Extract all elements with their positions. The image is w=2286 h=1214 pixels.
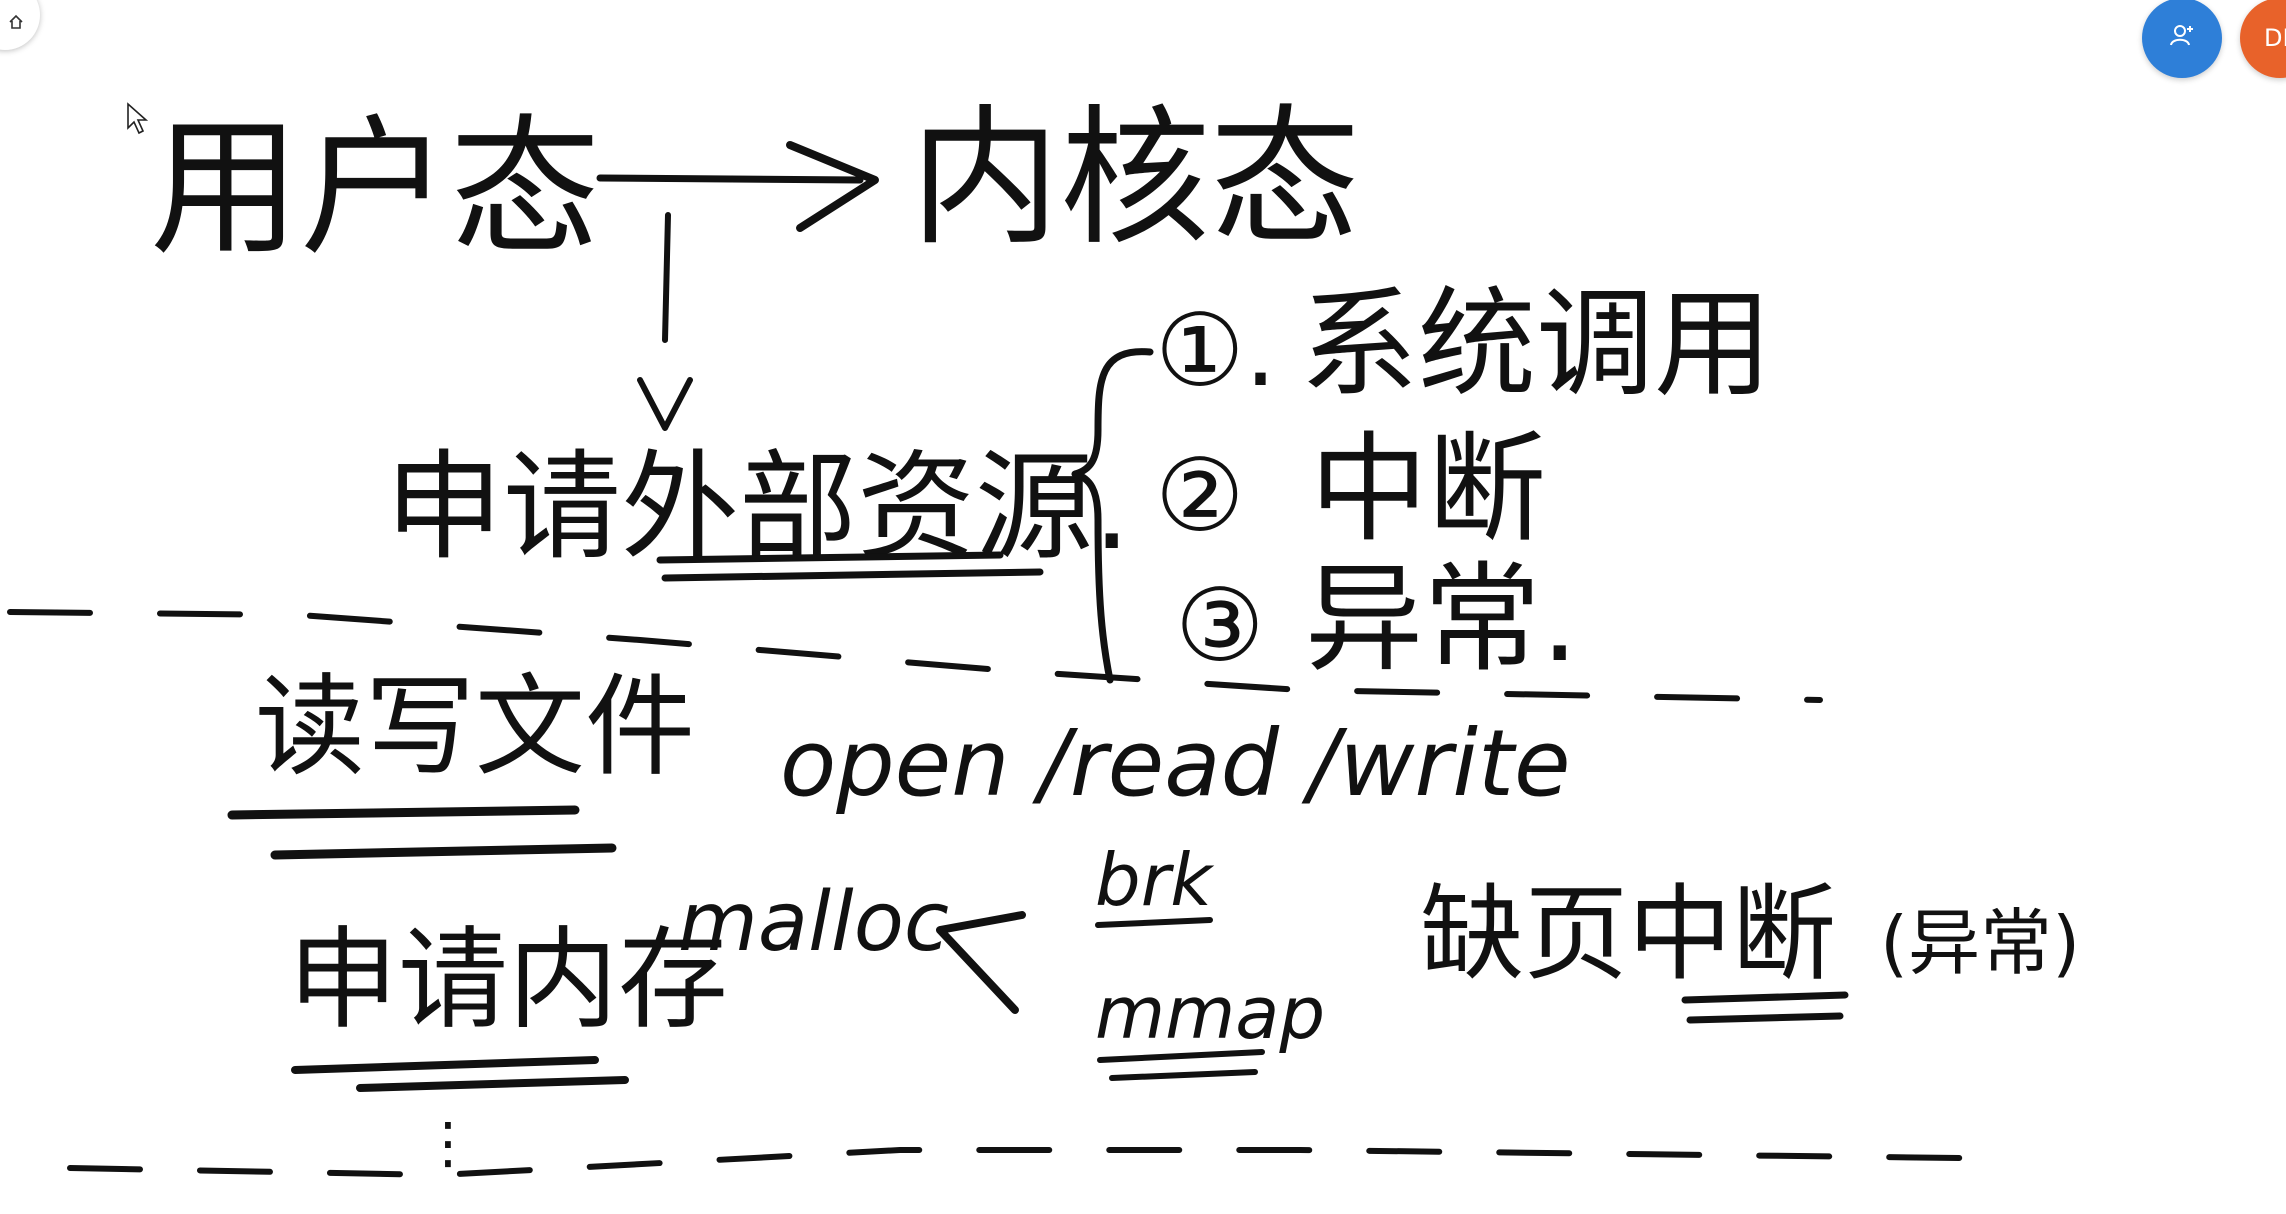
way-marker: ①. [1155, 292, 1276, 409]
way-item: ①. 系统调用 [1155, 275, 1772, 413]
row-underline [227, 805, 617, 860]
branch-bracket [936, 911, 1026, 1014]
home-icon [8, 14, 24, 34]
request-resource-label: 申请外部资源. [385, 438, 1131, 576]
branch-brk: brk [1095, 838, 1215, 922]
dashed-divider [67, 1147, 1963, 1178]
arrow-right-icon [596, 141, 879, 232]
row-detail: malloc [678, 875, 949, 970]
way-label: 中断 [1310, 420, 1546, 558]
row-detail: open /read /write [780, 710, 1571, 817]
user-initials: DL [2264, 24, 2286, 52]
branch-mmap: mmap [1095, 971, 1325, 1055]
mouse-cursor-icon [126, 102, 150, 140]
row-label: 申请内存 [288, 916, 728, 1044]
add-user-icon [2168, 21, 2196, 55]
add-user-button[interactable] [2142, 0, 2222, 78]
way-item: ③ 异常. [1175, 550, 1579, 688]
request-underline [656, 551, 1044, 582]
way-label: 异常. [1305, 550, 1579, 688]
way-label: 系统调用 [1300, 275, 1772, 413]
page-fault-label: 缺页中断 [1420, 873, 1836, 995]
page-fault-underline [1681, 991, 1849, 1024]
dashed-divider [7, 609, 1823, 703]
brace [1071, 348, 1154, 684]
kernel-mode-title: 内核态 [910, 92, 1360, 266]
ellipsis: ⋮ [420, 1111, 476, 1176]
way-item: ② 中断 [1155, 420, 1546, 558]
row-underline [291, 1056, 629, 1092]
way-marker: ③ [1175, 567, 1265, 684]
row-label: 读写文件 [255, 663, 695, 791]
brk-underline [1095, 917, 1213, 928]
user-mode-title: 用户态 [150, 102, 600, 276]
page-fault-note: (异常) [1880, 901, 2080, 985]
way-marker: ② [1155, 437, 1245, 554]
mmap-underline [1097, 1049, 1265, 1081]
arrow-down-icon [637, 212, 693, 431]
